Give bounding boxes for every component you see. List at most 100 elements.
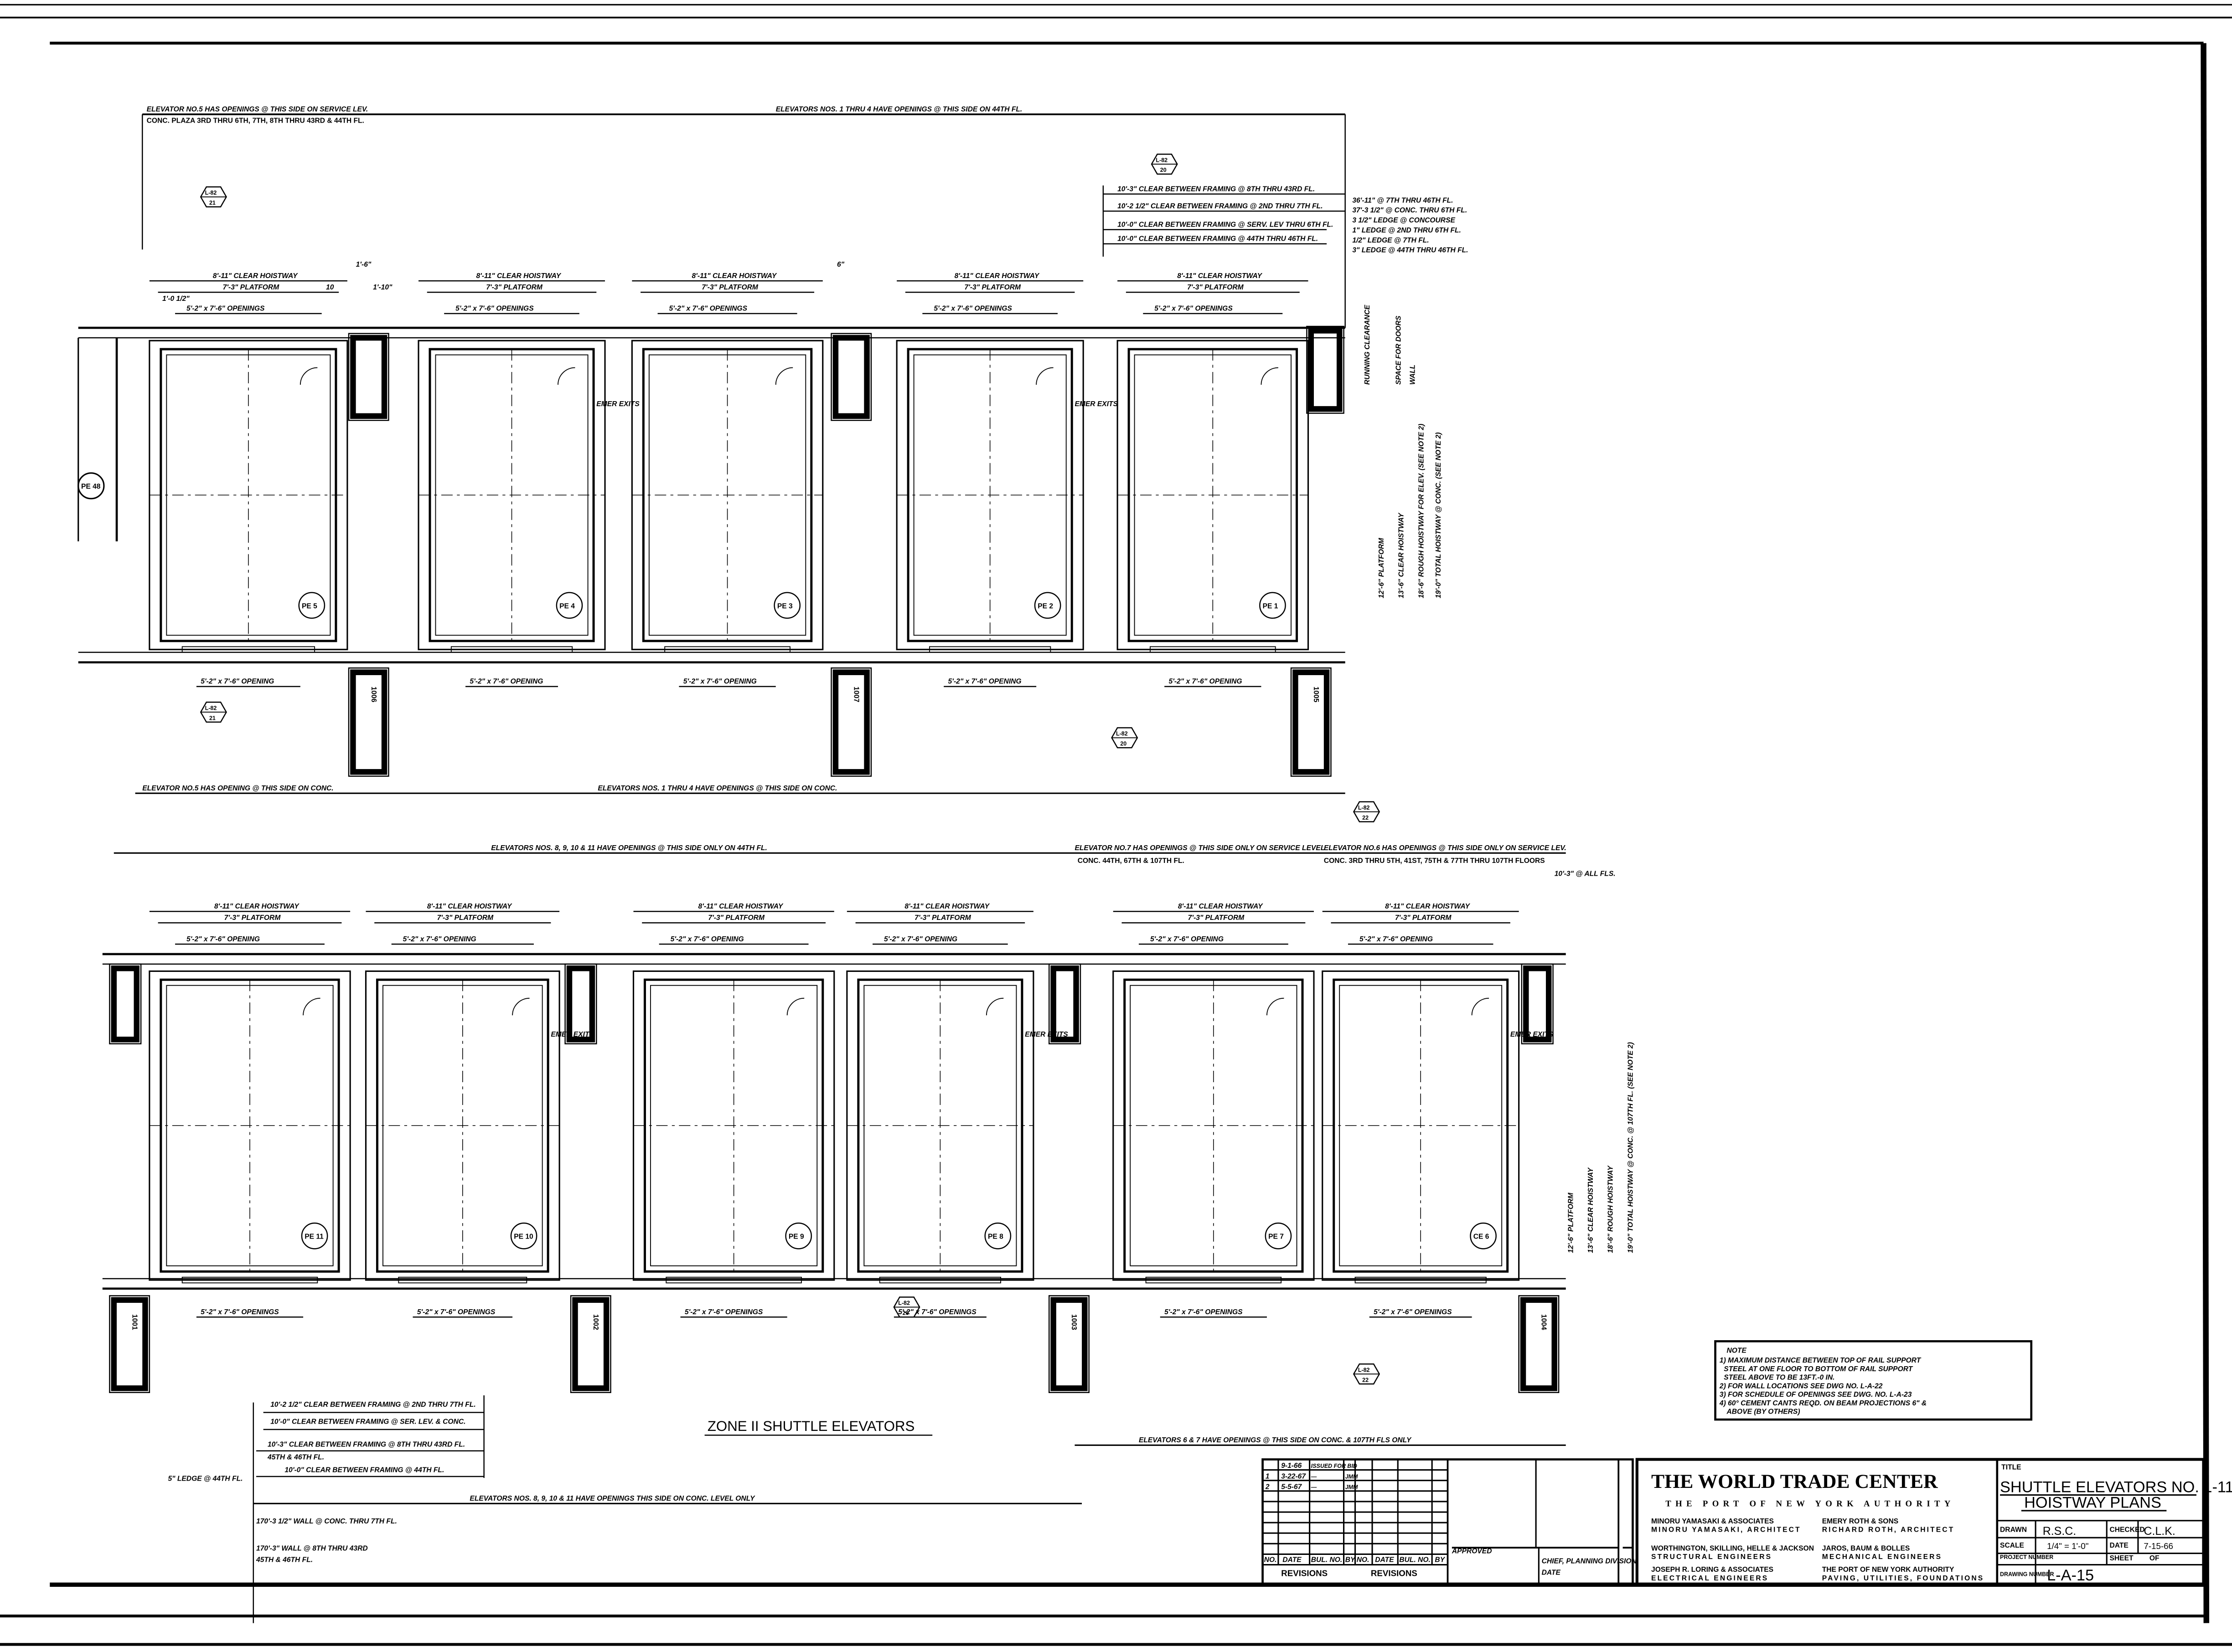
opening-dim: 5'-2" x 7'-6" OPENINGS: [455, 305, 534, 313]
emer-exits-label: EMER EXITS: [596, 400, 640, 408]
emergency-exit-swing: [1261, 367, 1278, 385]
framing-note: 10'-2 1/2" CLEAR BETWEEN FRAMING @ 2ND T…: [270, 1401, 475, 1409]
project-number-label: PROJECT NUMBER: [2000, 1554, 2053, 1560]
right-label: SPACE FOR DOORS: [1395, 315, 1402, 385]
hoistway-dim: 8'-11" CLEAR HOISTWAY: [1177, 272, 1262, 280]
section-number: L-82: [205, 190, 217, 196]
door-sill: [666, 1276, 802, 1284]
car-tag-circle: [1265, 1222, 1292, 1249]
car-tag: PE 4: [559, 602, 575, 610]
door-sill: [1145, 1276, 1282, 1284]
rev-by: JMM: [1345, 1473, 1358, 1480]
bottom-opening-dim: 5'-2" x 7'-6" OPENING: [1169, 678, 1242, 686]
car-tag-circle: [984, 1222, 1012, 1249]
side-dim: 6": [837, 261, 845, 268]
shaft-wall: [566, 965, 595, 1043]
opening-dim: 5'-2" x 7'-6" OPENING: [403, 935, 476, 943]
car-tag-circle: [298, 592, 326, 619]
shaft-number: 1003: [1070, 1314, 1078, 1330]
ledge-note: 37'-3 1/2" @ CONC. THRU 6TH FL.: [1352, 206, 1467, 214]
door-sill: [879, 1276, 1002, 1284]
section-number: L-82: [1116, 731, 1128, 737]
rev-header-no: NO.: [1357, 1556, 1369, 1564]
shaft-wall: [1292, 669, 1330, 775]
car-tag: PE 7: [1268, 1233, 1284, 1241]
opening-dim: 5'-2" x 7'-6" OPENINGS: [186, 305, 265, 313]
upper-bottom-note-left: ELEVATOR NO.5 HAS OPENING @ THIS SIDE ON…: [142, 785, 333, 792]
car-tag: PE 3: [777, 602, 793, 610]
upper-right-labels: RUNNING CLEARANCE SPACE FOR DOORS WALL: [1364, 305, 1417, 385]
door-sill: [398, 1276, 527, 1284]
rev-header-date: DATE: [1282, 1556, 1302, 1564]
rev-header-bul: BUL. NO.: [1311, 1556, 1343, 1564]
platform-dim: 7'-3" PLATFORM: [964, 284, 1021, 291]
pipe-shaft: 1001: [109, 1295, 150, 1393]
section-sheet: 20: [1160, 167, 1167, 173]
shaft-outline: [348, 667, 389, 777]
rev-header-by: BY: [1435, 1556, 1445, 1564]
drawn-value: R.S.C.: [2043, 1525, 2077, 1538]
pipe-shaft: [1306, 325, 1344, 414]
emergency-exit-swing: [1266, 997, 1284, 1016]
car-tag-circle: [301, 1222, 328, 1249]
rev-header-date: DATE: [1375, 1556, 1394, 1564]
car-tag-circle: [785, 1222, 812, 1249]
framing-note: 10'-0" CLEAR BETWEEN FRAMING @ 44TH THRU…: [1117, 235, 1318, 243]
pipe-shaft: 1005: [1290, 667, 1332, 777]
shaft-number: 1006: [370, 687, 377, 702]
vertical-dim: 19'-0" TOTAL HOISTWAY @ CONC. (SEE NOTE …: [1435, 432, 1442, 598]
lower-ledge-note: 5" LEDGE @ 44TH FL.: [168, 1475, 243, 1482]
firm-role: PAVING, UTILITIES, FOUNDATIONS: [1822, 1575, 1984, 1582]
side-dim: 10: [326, 284, 334, 291]
column-tag: PE 48: [78, 472, 105, 500]
car-tag: PE 8: [988, 1233, 1003, 1241]
firm-name: JOSEPH R. LORING & ASSOCIATES: [1651, 1566, 1773, 1574]
ledge-note: 36'-11" @ 7TH THRU 46TH FL.: [1352, 196, 1453, 204]
firm-credit: WORTHINGTON, SKILLING, HELLE & JACKSONST…: [1651, 1544, 1814, 1561]
firm-role: MINORU YAMASAKI, ARCHITECT: [1651, 1526, 1801, 1534]
revisions-title: REVISIONS: [1371, 1569, 1417, 1578]
wall-note: 170'-3" WALL @ 8TH THRU 43RD: [256, 1544, 368, 1552]
framing-note: 10'-2 1/2" CLEAR BETWEEN FRAMING @ 2ND T…: [1117, 202, 1323, 210]
lower-wall-notes: 170'-3 1/2" WALL @ CONC. THRU 7TH FL. 17…: [256, 1518, 397, 1564]
shaft-wall: [832, 335, 870, 419]
note-line: 4) 60° CEMENT CANTS REQD. ON BEAM PROJEC…: [1719, 1399, 1927, 1407]
zone-title: ZONE II SHUTTLE ELEVATORS: [708, 1418, 915, 1434]
platform-dim: 7'-3" PLATFORM: [224, 914, 281, 922]
framing-note: 10'-3" CLEAR BETWEEN FRAMING @ 8TH THRU …: [1117, 185, 1315, 193]
sheet-label: SHEET: [2109, 1554, 2134, 1562]
pipe-shaft: 1007: [831, 667, 872, 777]
shaft-wall: [572, 1297, 610, 1391]
firm-role: STRUCTURAL ENGINEERS: [1651, 1553, 1772, 1561]
hoistway-dim: 8'-11" CLEAR HOISTWAY: [1385, 903, 1470, 910]
shaft-wall: [832, 669, 870, 775]
car-tag-circle: [510, 1222, 537, 1249]
wall-note: 170'-3 1/2" WALL @ CONC. THRU 7TH FL.: [256, 1518, 397, 1525]
opening-dim: 5'-2" x 7'-6" OPENING: [884, 935, 957, 943]
shaft-wall: [1050, 965, 1079, 1043]
title-label: TITLE: [2001, 1463, 2021, 1471]
vertical-dim: 13'-6" CLEAR HOISTWAY: [1398, 512, 1405, 598]
hoistway-dim: 8'-11" CLEAR HOISTWAY: [476, 272, 561, 280]
sheet-border: [0, 4, 2232, 1646]
rev-date: 5-5-67: [1281, 1483, 1302, 1491]
rev-by: JMM: [1345, 1484, 1358, 1490]
section-sheet: 20: [903, 1310, 909, 1316]
revisions-title: REVISIONS: [1281, 1569, 1328, 1578]
rev-no: 1: [1266, 1472, 1270, 1480]
lower-framing-notes: 10'-2 1/2" CLEAR BETWEEN FRAMING @ 2ND T…: [253, 1395, 485, 1623]
vertical-dim: 18'-6" ROUGH HOISTWAY FOR ELEV. (SEE NOT…: [1417, 423, 1425, 598]
section-sheet: 21: [209, 200, 216, 206]
emergency-exit-swing: [1036, 367, 1054, 385]
